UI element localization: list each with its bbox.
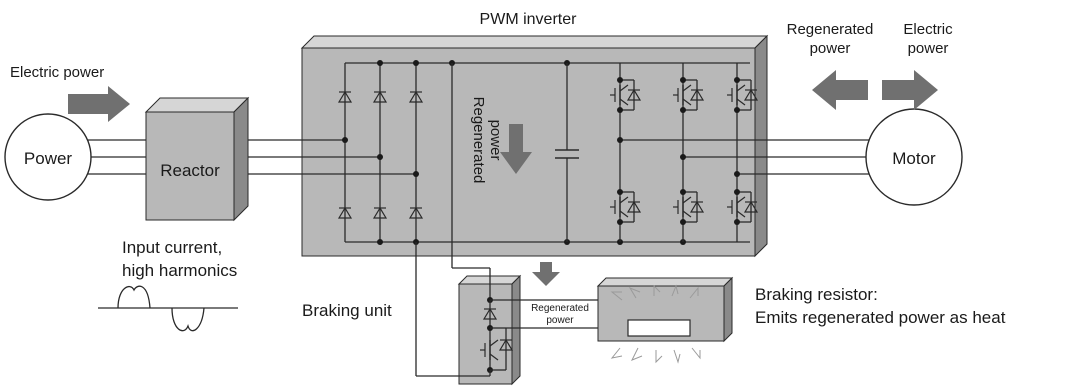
regen-small-label-1: Regenerated [531,303,589,314]
regen-down-arrow-inverter [500,124,532,174]
electric-power-left-label: Electric power [10,64,104,81]
braking-unit-box [457,274,522,386]
regen-down-arrow-braking [532,262,560,286]
power-label: Power [24,149,73,168]
harmonic-waveform [98,285,238,332]
regen-small-label-2: power [546,315,574,326]
wires-reactor-inverter [248,139,302,175]
wires-inverter-motor [767,139,876,175]
braking-resistor-label-2: Emits regenerated power as heat [755,308,1006,327]
regen-left-arrow [812,70,868,110]
regen-vertical-label-1: Regenerated [470,97,487,184]
electric-right-arrow [882,70,938,110]
electric-right-label-1: Electric [903,21,953,38]
input-current-label-1: Input current, [122,238,222,257]
heat-arrows [610,284,701,364]
regen-vertical-label-2: power [487,120,504,161]
regen-right-label-1: Regenerated [787,21,874,38]
power-source-circle [4,113,92,201]
pwm-inverter-box [300,34,769,258]
electric-right-label-2: power [908,40,949,57]
pwm-inverter-title: PWM inverter [480,11,578,28]
braking-resistor-label-1: Braking resistor: [755,285,878,304]
electric-power-left-arrow [68,86,130,122]
inverter-circuit [302,60,767,268]
input-current-label-2: high harmonics [122,261,237,280]
reactor-label: Reactor [160,161,220,180]
reactor-box [144,96,250,222]
braking-unit-label: Braking unit [302,301,392,320]
regen-right-label-2: power [810,40,851,57]
motor-label: Motor [892,149,936,168]
braking-resistor-box [596,276,734,343]
